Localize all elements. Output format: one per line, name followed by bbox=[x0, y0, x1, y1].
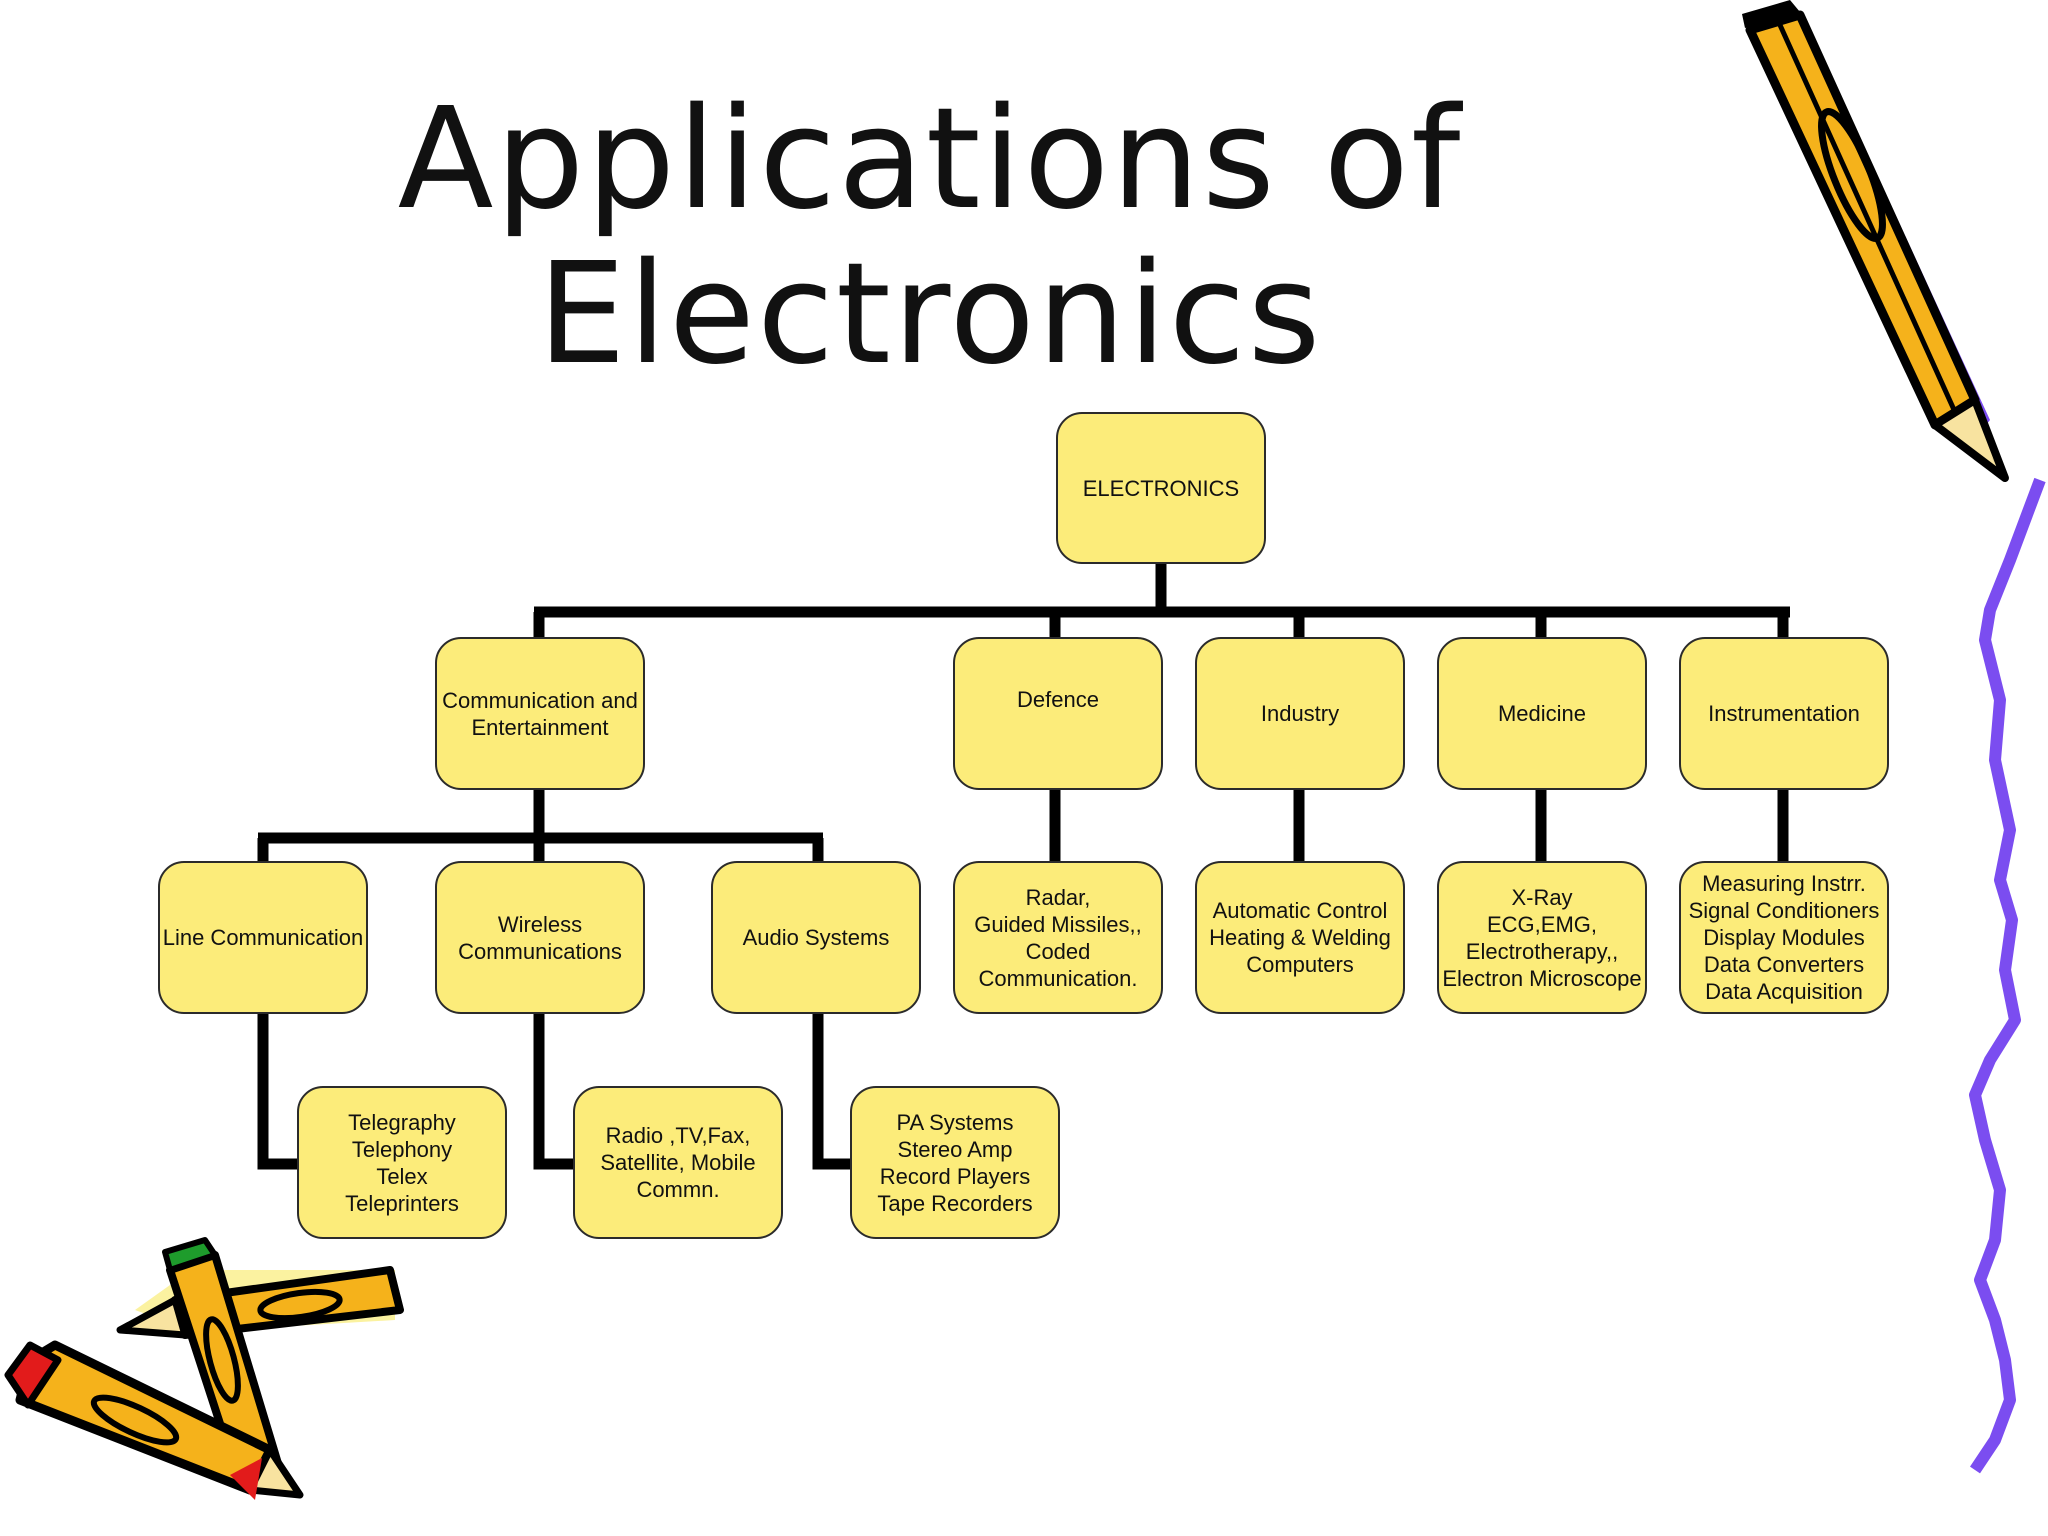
node-communication-entertainment-label: Communication and Entertainment bbox=[442, 687, 638, 740]
node-medicine-label: Medicine bbox=[1497, 701, 1587, 726]
node-electronics: ELECTRONICS bbox=[1056, 412, 1266, 564]
node-line-communication: Line Communication bbox=[158, 861, 368, 1014]
node-defence-items: Radar, Guided Missiles,, Coded Communica… bbox=[953, 861, 1163, 1014]
node-audio-systems: Audio Systems bbox=[711, 861, 921, 1014]
node-instrumentation-items: Measuring Instrr. Signal Conditioners Di… bbox=[1679, 861, 1889, 1014]
node-defence: Defence bbox=[953, 637, 1163, 790]
node-instrumentation-items-label: Measuring Instrr. Signal Conditioners Di… bbox=[1688, 871, 1880, 1004]
slide-title-line-2: Electronics bbox=[537, 233, 1323, 396]
node-audio-items: PA Systems Stereo Amp Record Players Tap… bbox=[850, 1086, 1060, 1239]
node-industry-items-label: Automatic Control Heating & Welding Comp… bbox=[1209, 898, 1391, 977]
slide-title-line-1: Applications of bbox=[397, 78, 1463, 241]
pencil-clipart-bottom-left bbox=[4, 1237, 404, 1500]
node-industry-items: Automatic Control Heating & Welding Comp… bbox=[1195, 861, 1405, 1014]
node-instrumentation-label: Instrumentation bbox=[1708, 701, 1860, 726]
pencil-clipart-top-right bbox=[1742, 0, 2009, 482]
node-medicine-items-label: X-Ray ECG,EMG, Electrotherapy,, Electron… bbox=[1442, 884, 1642, 991]
node-electronics-label: ELECTRONICS bbox=[1082, 475, 1240, 501]
node-wireless-items: Radio ,TV,Fax, Satellite, Mobile Commn. bbox=[573, 1086, 783, 1239]
node-medicine-items: X-Ray ECG,EMG, Electrotherapy,, Electron… bbox=[1437, 861, 1647, 1014]
node-instrumentation: Instrumentation bbox=[1679, 637, 1889, 790]
node-line-communication-items-label: Telegraphy Telephony Telex Teleprinters bbox=[345, 1109, 459, 1216]
node-medicine: Medicine bbox=[1437, 637, 1647, 790]
node-wireless-items-label: Radio ,TV,Fax, Satellite, Mobile Commn. bbox=[600, 1123, 756, 1202]
node-audio-systems-label: Audio Systems bbox=[742, 925, 890, 950]
node-industry: Industry bbox=[1195, 637, 1405, 790]
node-wireless-communications-label: Wireless Communications bbox=[458, 911, 622, 964]
node-line-communication-items: Telegraphy Telephony Telex Teleprinters bbox=[297, 1086, 507, 1239]
squiggle-line bbox=[1969, 477, 2046, 1474]
node-defence-label: Defence bbox=[1017, 687, 1099, 712]
node-wireless-communications: Wireless Communications bbox=[435, 861, 645, 1014]
node-industry-label: Industry bbox=[1260, 701, 1340, 726]
node-communication-entertainment: Communication and Entertainment bbox=[435, 637, 645, 790]
node-audio-items-label: PA Systems Stereo Amp Record Players Tap… bbox=[877, 1109, 1033, 1216]
node-defence-items-label: Radar, Guided Missiles,, Coded Communica… bbox=[974, 884, 1142, 991]
node-line-communication-label: Line Communication bbox=[162, 925, 364, 950]
